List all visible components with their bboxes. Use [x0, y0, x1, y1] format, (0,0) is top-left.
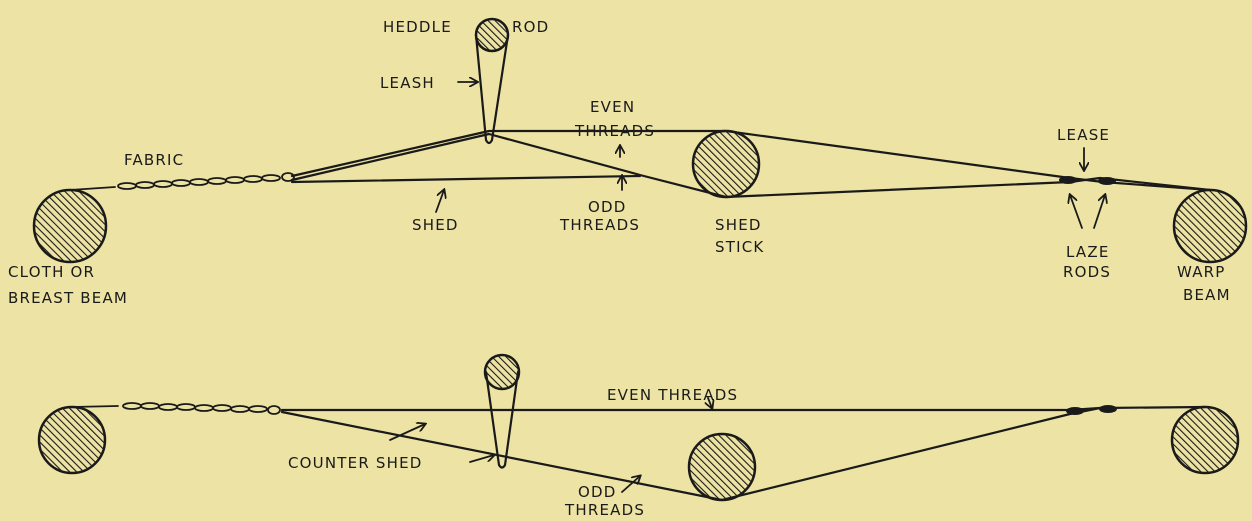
- label-rod: ROD: [512, 18, 549, 36]
- heddle-rod-bottom: [483, 353, 521, 391]
- label-cloth-beam-1: CLOTH OR: [8, 263, 95, 281]
- label-shed-stick-1: SHED: [715, 216, 762, 234]
- label-shed: SHED: [412, 216, 459, 234]
- laze-rods-arrow-right: [1093, 195, 1105, 229]
- label-even-threads-bottom: EVEN THREADS: [607, 386, 738, 404]
- fabric-weave-top: [69, 172, 295, 191]
- label-heddle: HEDDLE: [383, 18, 452, 36]
- shed-stick-bottom: [687, 432, 757, 502]
- cloth-beam-bottom: [37, 405, 107, 475]
- odd-threads-arrow-bottom: [621, 476, 640, 493]
- top-loom-diagram: HEDDLE ROD LEASH EVEN THREADS LEASE FABR…: [8, 17, 1248, 307]
- counter-shed-arrow-2: [469, 455, 494, 463]
- heddle-rod-top: [474, 17, 510, 53]
- label-counter-shed: COUNTER SHED: [288, 454, 423, 472]
- label-laze-rods-2: RODS: [1063, 263, 1111, 281]
- label-warp-beam-1: WARP: [1177, 263, 1226, 281]
- shed-stick-top: [691, 129, 761, 199]
- counter-shed-arrow-1: [389, 424, 425, 441]
- label-even-threads-1: EVEN: [590, 98, 635, 116]
- laze-rod-right: [1098, 177, 1116, 185]
- even-threads-bottom: [280, 405, 1207, 412]
- label-even-threads-2: THREADS: [574, 122, 655, 140]
- even-threads-top: [290, 129, 1212, 192]
- bottom-loom-diagram: EVEN THREADS COUNTER SHED ODD THREADS: [37, 353, 1240, 519]
- label-leash: LEASH: [380, 74, 435, 92]
- odd-threads-top: [290, 132, 1212, 199]
- laze-rod-bottom-right: [1099, 405, 1117, 413]
- laze-rod-bottom-left: [1066, 407, 1084, 415]
- warp-beam-bottom: [1170, 405, 1240, 475]
- label-odd-threads-bottom-2: THREADS: [564, 501, 645, 519]
- label-laze-rods-1: LAZE: [1066, 243, 1110, 261]
- odd-threads-bottom: [280, 406, 1102, 502]
- leash-loop-bottom: [484, 370, 520, 469]
- label-fabric: FABRIC: [124, 151, 184, 169]
- laze-rods-arrow-left: [1070, 195, 1083, 229]
- fabric-weave-bottom: [71, 402, 281, 415]
- shed-lower-line: [290, 174, 642, 184]
- laze-rod-left: [1059, 176, 1077, 184]
- cloth-beam-top: [32, 188, 108, 264]
- label-odd-threads-1: ODD: [588, 198, 627, 216]
- shed-arrow: [435, 190, 444, 213]
- label-cloth-beam-2: BREAST BEAM: [8, 289, 128, 307]
- label-odd-threads-bottom-1: ODD: [578, 483, 617, 501]
- label-warp-beam-2: BEAM: [1183, 286, 1231, 304]
- leash-loop-top: [474, 33, 510, 145]
- warp-beam-top: [1172, 188, 1248, 264]
- label-shed-stick-2: STICK: [715, 238, 764, 256]
- label-odd-threads-2: THREADS: [559, 216, 640, 234]
- even-threads-arrow-bottom: [708, 397, 712, 408]
- label-lease: LEASE: [1057, 126, 1110, 144]
